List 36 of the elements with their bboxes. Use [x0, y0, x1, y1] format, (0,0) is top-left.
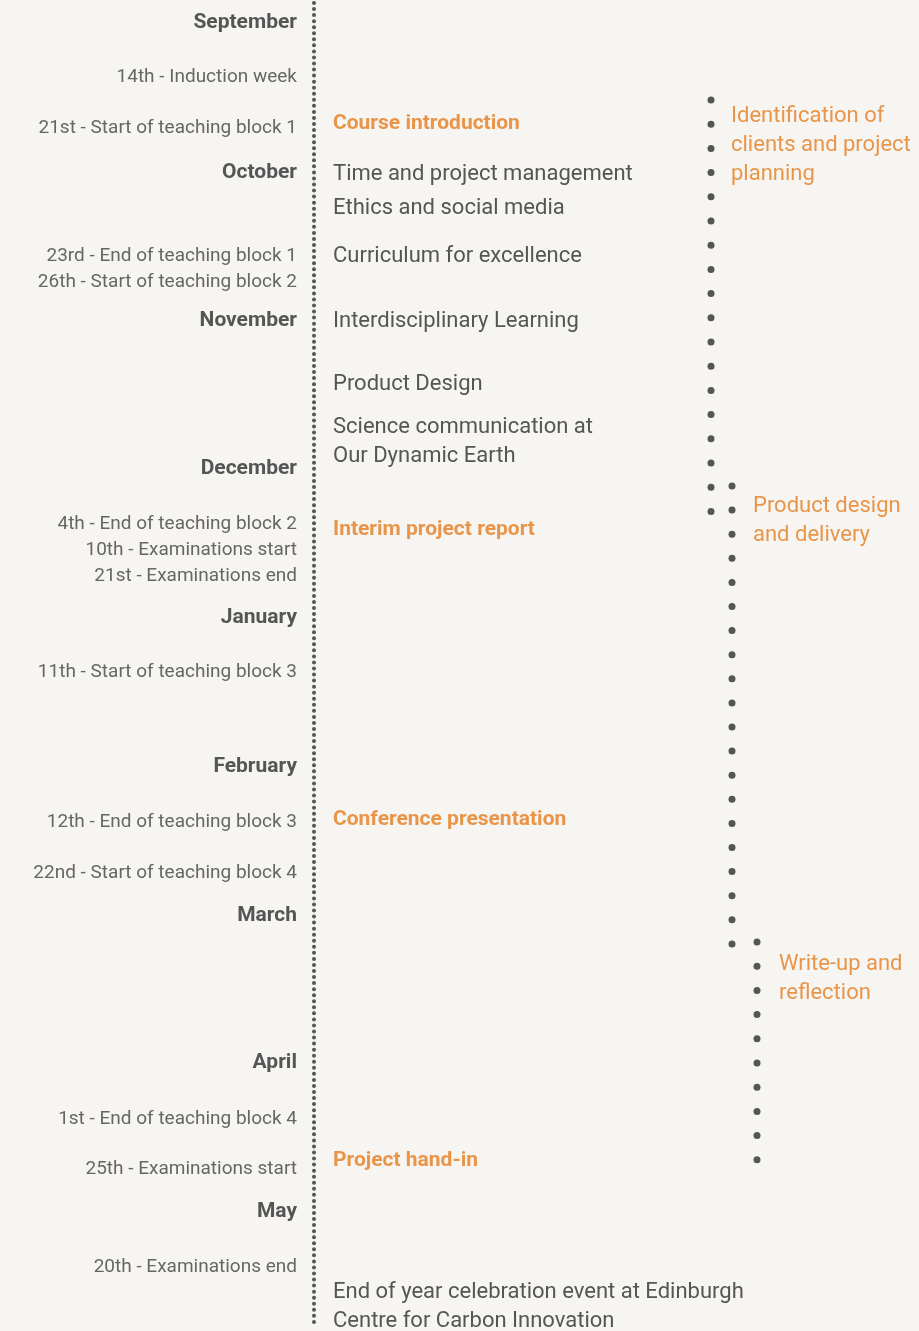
month-label: October — [222, 159, 297, 183]
month-label: February — [213, 753, 297, 777]
date-label: 21st - Start of teaching block 1 — [38, 115, 297, 138]
date-label: 12th - End of teaching block 3 — [46, 809, 297, 832]
milestone-label: Project hand-in — [333, 1147, 479, 1171]
date-label: 4th - End of teaching block 2 — [57, 511, 297, 534]
date-label: 11th - Start of teaching block 3 — [37, 659, 297, 682]
month-label: April — [252, 1049, 297, 1073]
event-label: End of year celebration event at Edinburgh Centre for Carbon Innovation — [333, 1277, 745, 1331]
event-label: Curriculum for excellence — [333, 241, 582, 269]
date-label: 1st - End of teaching block 4 — [58, 1106, 297, 1129]
month-label: March — [237, 902, 297, 926]
event-label: Ethics and social media — [333, 193, 565, 221]
month-label: November — [199, 307, 297, 331]
date-label: 23rd - End of teaching block 1 — [46, 243, 297, 266]
month-label: May — [256, 1198, 297, 1222]
milestone-label: Conference presentation — [333, 806, 567, 830]
phase-label: Write-up and reflection — [779, 949, 904, 1006]
date-label: 14th - Induction week — [116, 64, 297, 87]
event-label: Time and project management — [333, 159, 633, 187]
event-label: Product Design — [333, 369, 483, 397]
milestone-label: Interim project report — [333, 516, 535, 540]
date-label: 22nd - Start of teaching block 4 — [33, 860, 297, 883]
date-label: 10th - Examinations start — [85, 537, 297, 560]
date-label: 20th - Examinations end — [93, 1254, 297, 1277]
month-label: September — [193, 9, 297, 33]
date-label: 26th - Start of teaching block 2 — [37, 269, 297, 292]
date-label: 21st - Examinations end — [94, 563, 297, 586]
phase-label: Product design and delivery — [753, 491, 902, 548]
phase-label: Identification of clients and project planning — [731, 101, 912, 187]
date-label: 25th - Examinations start — [85, 1156, 297, 1179]
milestone-label: Course introduction — [333, 110, 520, 134]
event-label: Science communication at Our Dynamic Earth — [333, 412, 594, 469]
event-label: Interdisciplinary Learning — [333, 306, 579, 334]
month-label: January — [220, 604, 297, 628]
month-label: December — [200, 455, 297, 479]
